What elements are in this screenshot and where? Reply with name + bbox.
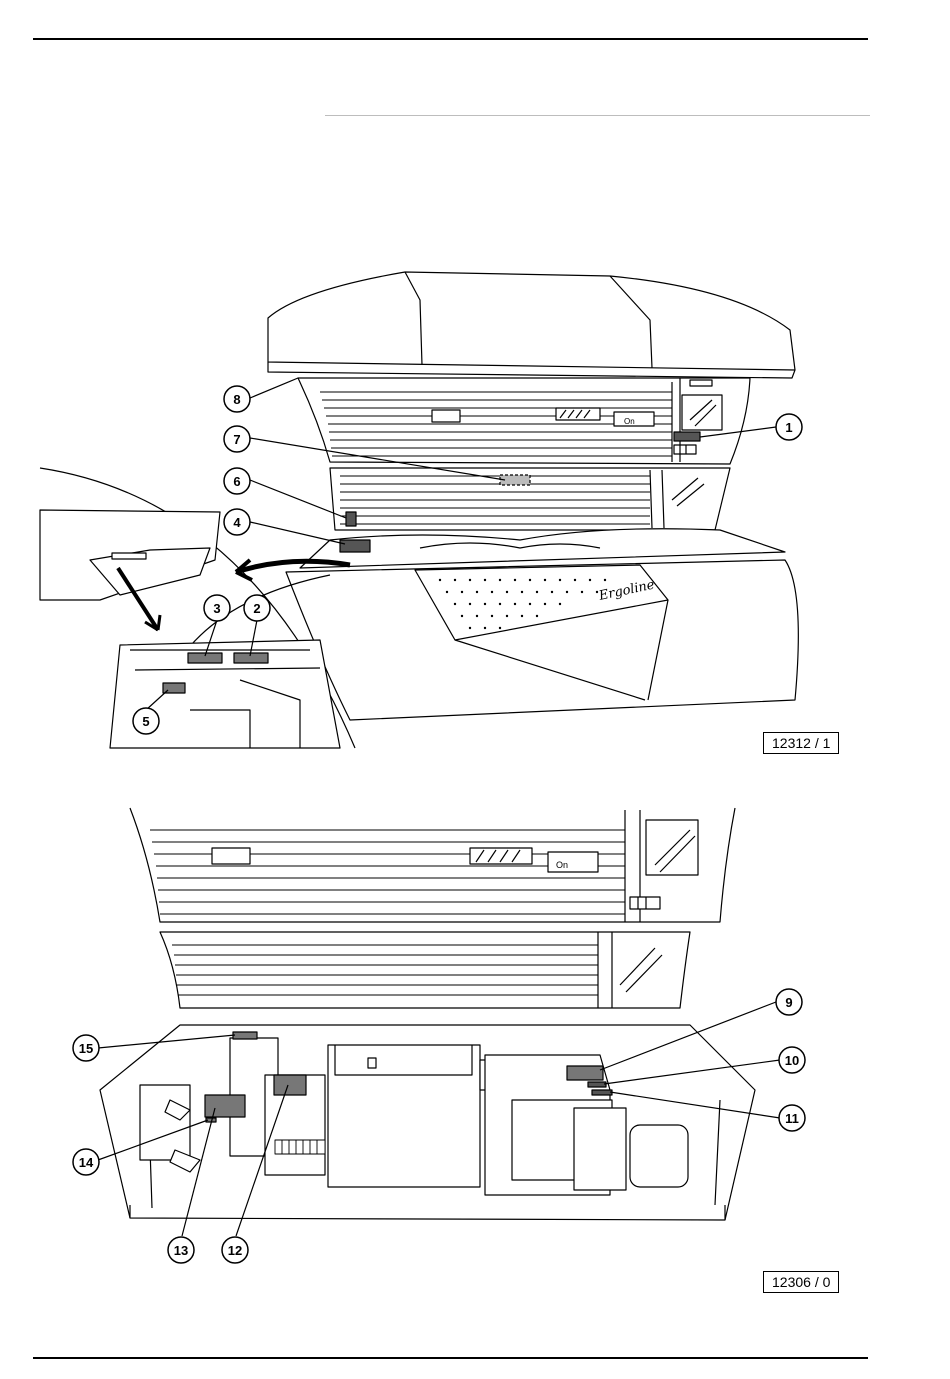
- figure-solarium-overview: Ergoline On 1 2 3 4 5 6 7 8 12312 / 1: [0, 0, 950, 770]
- svg-text:7: 7: [233, 432, 240, 447]
- svg-text:13: 13: [174, 1243, 188, 1258]
- on-decal-text: On: [556, 860, 568, 870]
- callout-6: 6: [224, 468, 250, 494]
- svg-text:9: 9: [785, 995, 792, 1010]
- canopy-shell: [268, 272, 795, 370]
- figure-1-reference: 12312 / 1: [763, 732, 839, 754]
- svg-text:14: 14: [79, 1155, 94, 1170]
- callout-4: 4: [224, 509, 250, 535]
- decal-left: [432, 410, 460, 422]
- decal-left: [212, 848, 250, 864]
- on-decal-text: On: [624, 417, 635, 426]
- label-11-marker: [592, 1090, 612, 1095]
- figure-2-reference: 12306 / 0: [763, 1271, 839, 1293]
- svg-text:11: 11: [785, 1111, 799, 1126]
- svg-text:15: 15: [79, 1041, 93, 1056]
- callout-15: 15: [73, 1035, 99, 1061]
- callout-11: 11: [779, 1105, 805, 1131]
- callout-9: 9: [776, 989, 802, 1015]
- svg-text:3: 3: [213, 601, 220, 616]
- label-13-marker: [205, 1095, 245, 1117]
- svg-text:5: 5: [142, 714, 149, 729]
- label-12-marker: [274, 1075, 306, 1095]
- svg-text:2: 2: [253, 601, 260, 616]
- svg-text:10: 10: [785, 1053, 799, 1068]
- label-4-marker: [340, 540, 370, 552]
- label-1-marker: [674, 432, 700, 441]
- label-6-marker: [346, 512, 356, 526]
- callout-8: 8: [224, 386, 250, 412]
- label-9-marker: [567, 1066, 603, 1080]
- figure-base-internals: On 9 10 11 12 13 14 15 12306 / 0: [0, 800, 950, 1300]
- svg-text:1: 1: [785, 420, 792, 435]
- label-10-marker: [588, 1082, 606, 1087]
- lower-lamp-panel: [160, 932, 690, 1008]
- solarium-overview-drawing: Ergoline On 1 2 3 4 5 6 7 8: [0, 0, 950, 770]
- callout-2: 2: [244, 595, 270, 621]
- callout-14: 14: [73, 1149, 99, 1175]
- svg-text:8: 8: [233, 392, 240, 407]
- callout-12: 12: [222, 1237, 248, 1263]
- svg-text:12: 12: [228, 1243, 242, 1258]
- callout-5: 5: [133, 708, 159, 734]
- label-2-marker: [234, 653, 268, 663]
- callout-13: 13: [168, 1237, 194, 1263]
- label-15-marker: [233, 1032, 257, 1039]
- callout-10: 10: [779, 1047, 805, 1073]
- callout-1: 1: [776, 414, 802, 440]
- bottom-rule: [33, 1357, 868, 1359]
- callout-3: 3: [204, 595, 230, 621]
- callout-7: 7: [224, 426, 250, 452]
- base-internals-drawing: On 9 10 11 12 13 14 15: [0, 800, 950, 1300]
- svg-text:6: 6: [233, 474, 240, 489]
- svg-text:4: 4: [233, 515, 241, 530]
